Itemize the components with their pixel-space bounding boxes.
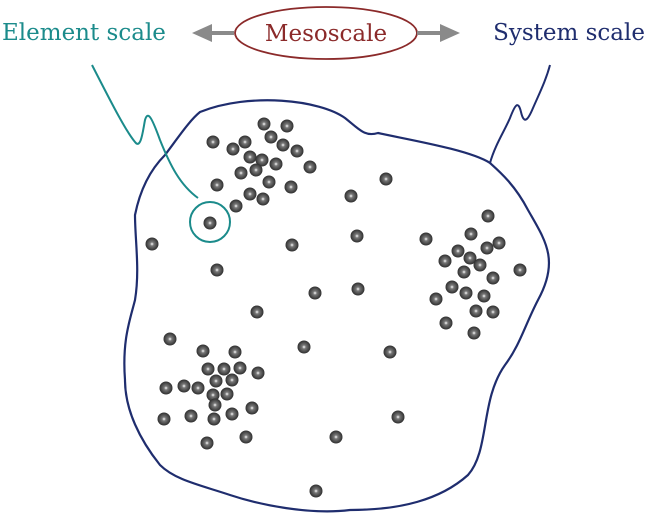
particle: [225, 373, 239, 387]
particle: [228, 345, 242, 359]
particle: [257, 117, 271, 131]
particle: [163, 332, 177, 346]
particle: [210, 263, 224, 277]
particle: [210, 178, 224, 192]
particle: [429, 292, 443, 306]
particle: [379, 172, 393, 186]
particle: [243, 187, 257, 201]
particle: [513, 263, 527, 277]
particle: [284, 180, 298, 194]
system-scale-line: [489, 64, 551, 164]
particle: [290, 144, 304, 158]
particle: [201, 362, 215, 376]
particle: [209, 374, 223, 388]
particle: [439, 316, 453, 330]
particle: [159, 381, 173, 395]
particle: [217, 362, 231, 376]
particle: [351, 282, 365, 296]
particle: [225, 407, 239, 421]
particle: [264, 130, 278, 144]
particle: [383, 345, 397, 359]
particle: [220, 387, 234, 401]
element-scale-label: Element scale: [2, 20, 166, 46]
particle: [486, 305, 500, 319]
particle: [243, 150, 257, 164]
particle: [492, 236, 506, 250]
mesoscale-label: Mesoscale: [265, 21, 387, 47]
particle: [157, 412, 171, 426]
particle: [239, 430, 253, 444]
particle: [344, 189, 358, 203]
particle: [238, 135, 252, 149]
particle: [200, 436, 214, 450]
right-arrow: [417, 24, 460, 42]
particle: [177, 379, 191, 393]
particle: [464, 227, 478, 241]
element-scale-line: [91, 64, 199, 199]
particle: [467, 326, 481, 340]
particle: [451, 244, 465, 258]
system-boundary: [123, 99, 551, 513]
particle: [473, 258, 487, 272]
particle: [303, 160, 317, 174]
left-arrow: [192, 24, 234, 42]
particle: [245, 401, 259, 415]
particle: [196, 344, 210, 358]
particle: [207, 412, 221, 426]
particle: [251, 366, 265, 380]
particle: [262, 175, 276, 189]
particle: [469, 304, 483, 318]
particle: [255, 153, 269, 167]
particle: [276, 138, 290, 152]
particle: [486, 271, 500, 285]
particle: [256, 192, 270, 206]
particle: [234, 166, 248, 180]
particle: [191, 381, 205, 395]
particle: [226, 142, 240, 156]
particle: [297, 340, 311, 354]
particle: [208, 398, 222, 412]
particle: [285, 238, 299, 252]
particle: [459, 286, 473, 300]
particle: [308, 286, 322, 300]
particle: [445, 280, 459, 294]
particle: [457, 265, 471, 279]
particle: [229, 199, 243, 213]
particle: [480, 241, 494, 255]
particle: [145, 237, 159, 251]
particle: [206, 388, 220, 402]
particle: [203, 216, 217, 230]
particle: [184, 409, 198, 423]
element-highlight-circle: [189, 201, 231, 243]
particle: [481, 209, 495, 223]
particle: [250, 305, 264, 319]
particle: [391, 410, 405, 424]
particle: [249, 163, 263, 177]
particle: [206, 135, 220, 149]
particle: [269, 157, 283, 171]
system-scale-label: System scale: [493, 20, 645, 46]
particle: [438, 254, 452, 268]
particle: [350, 229, 364, 243]
particle: [309, 484, 323, 498]
particle: [463, 251, 477, 265]
particle: [233, 361, 247, 375]
particle: [477, 289, 491, 303]
particle: [280, 119, 294, 133]
particles: [145, 117, 527, 498]
particle: [329, 430, 343, 444]
particle: [419, 232, 433, 246]
